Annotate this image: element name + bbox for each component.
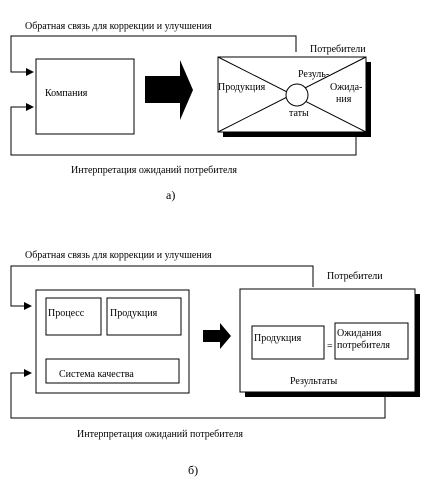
feedback-loop-a (10, 35, 297, 76)
products-inner-label: Продукция (254, 333, 302, 344)
process-label: Процесс (48, 308, 85, 319)
quality-system-box (45, 358, 180, 384)
expectations-box (334, 322, 409, 360)
products-label-b: Продукция (110, 308, 158, 319)
interpretation-label-b: Интерпретация ожиданий потребителя (77, 429, 243, 440)
consumers-label-a: Потребители (310, 44, 366, 55)
process-box (45, 297, 102, 336)
expectations-label-a-2: ния (336, 94, 352, 105)
feedback-label-a: Обратная связь для коррекции и улучшения (25, 21, 212, 32)
interpretation-loop-b (10, 369, 386, 419)
interpretation-label-a: Интерпретация ожиданий потребителя (71, 165, 237, 176)
diagram-b: Обратная связь для коррекции и улучшения… (10, 250, 420, 477)
consumers-label-b: Потребители (327, 271, 383, 282)
results-circle (285, 83, 309, 107)
caption-b: б) (188, 463, 198, 477)
results-label-a-1: Резуль- (298, 69, 329, 80)
products-box-b (106, 297, 182, 336)
caption-a: а) (166, 188, 175, 202)
equals-sign: = (327, 341, 333, 352)
expectations-label-b-2: потребителя (337, 340, 390, 351)
expectations-label-a-1: Ожида- (330, 82, 362, 93)
expectations-label-b-1: Ожидания (337, 328, 382, 339)
results-label-a-2: таты (289, 108, 309, 119)
flow-arrow-a (145, 60, 193, 120)
interpretation-loop-a (10, 103, 357, 156)
feedback-label-b: Обратная связь для коррекции и улучшения (25, 250, 212, 261)
products-label-a: Продукция (218, 82, 266, 93)
quality-system-label: Система качества (59, 369, 134, 380)
company-label: Компания (45, 88, 88, 99)
company-box (35, 58, 135, 135)
products-inner-box (251, 325, 325, 360)
diagram-a: Обратная связь для коррекции и улучшения… (10, 21, 371, 202)
feedback-loop-b (10, 265, 314, 310)
flow-arrow-b (203, 323, 231, 349)
results-label-b: Результаты (290, 376, 338, 387)
